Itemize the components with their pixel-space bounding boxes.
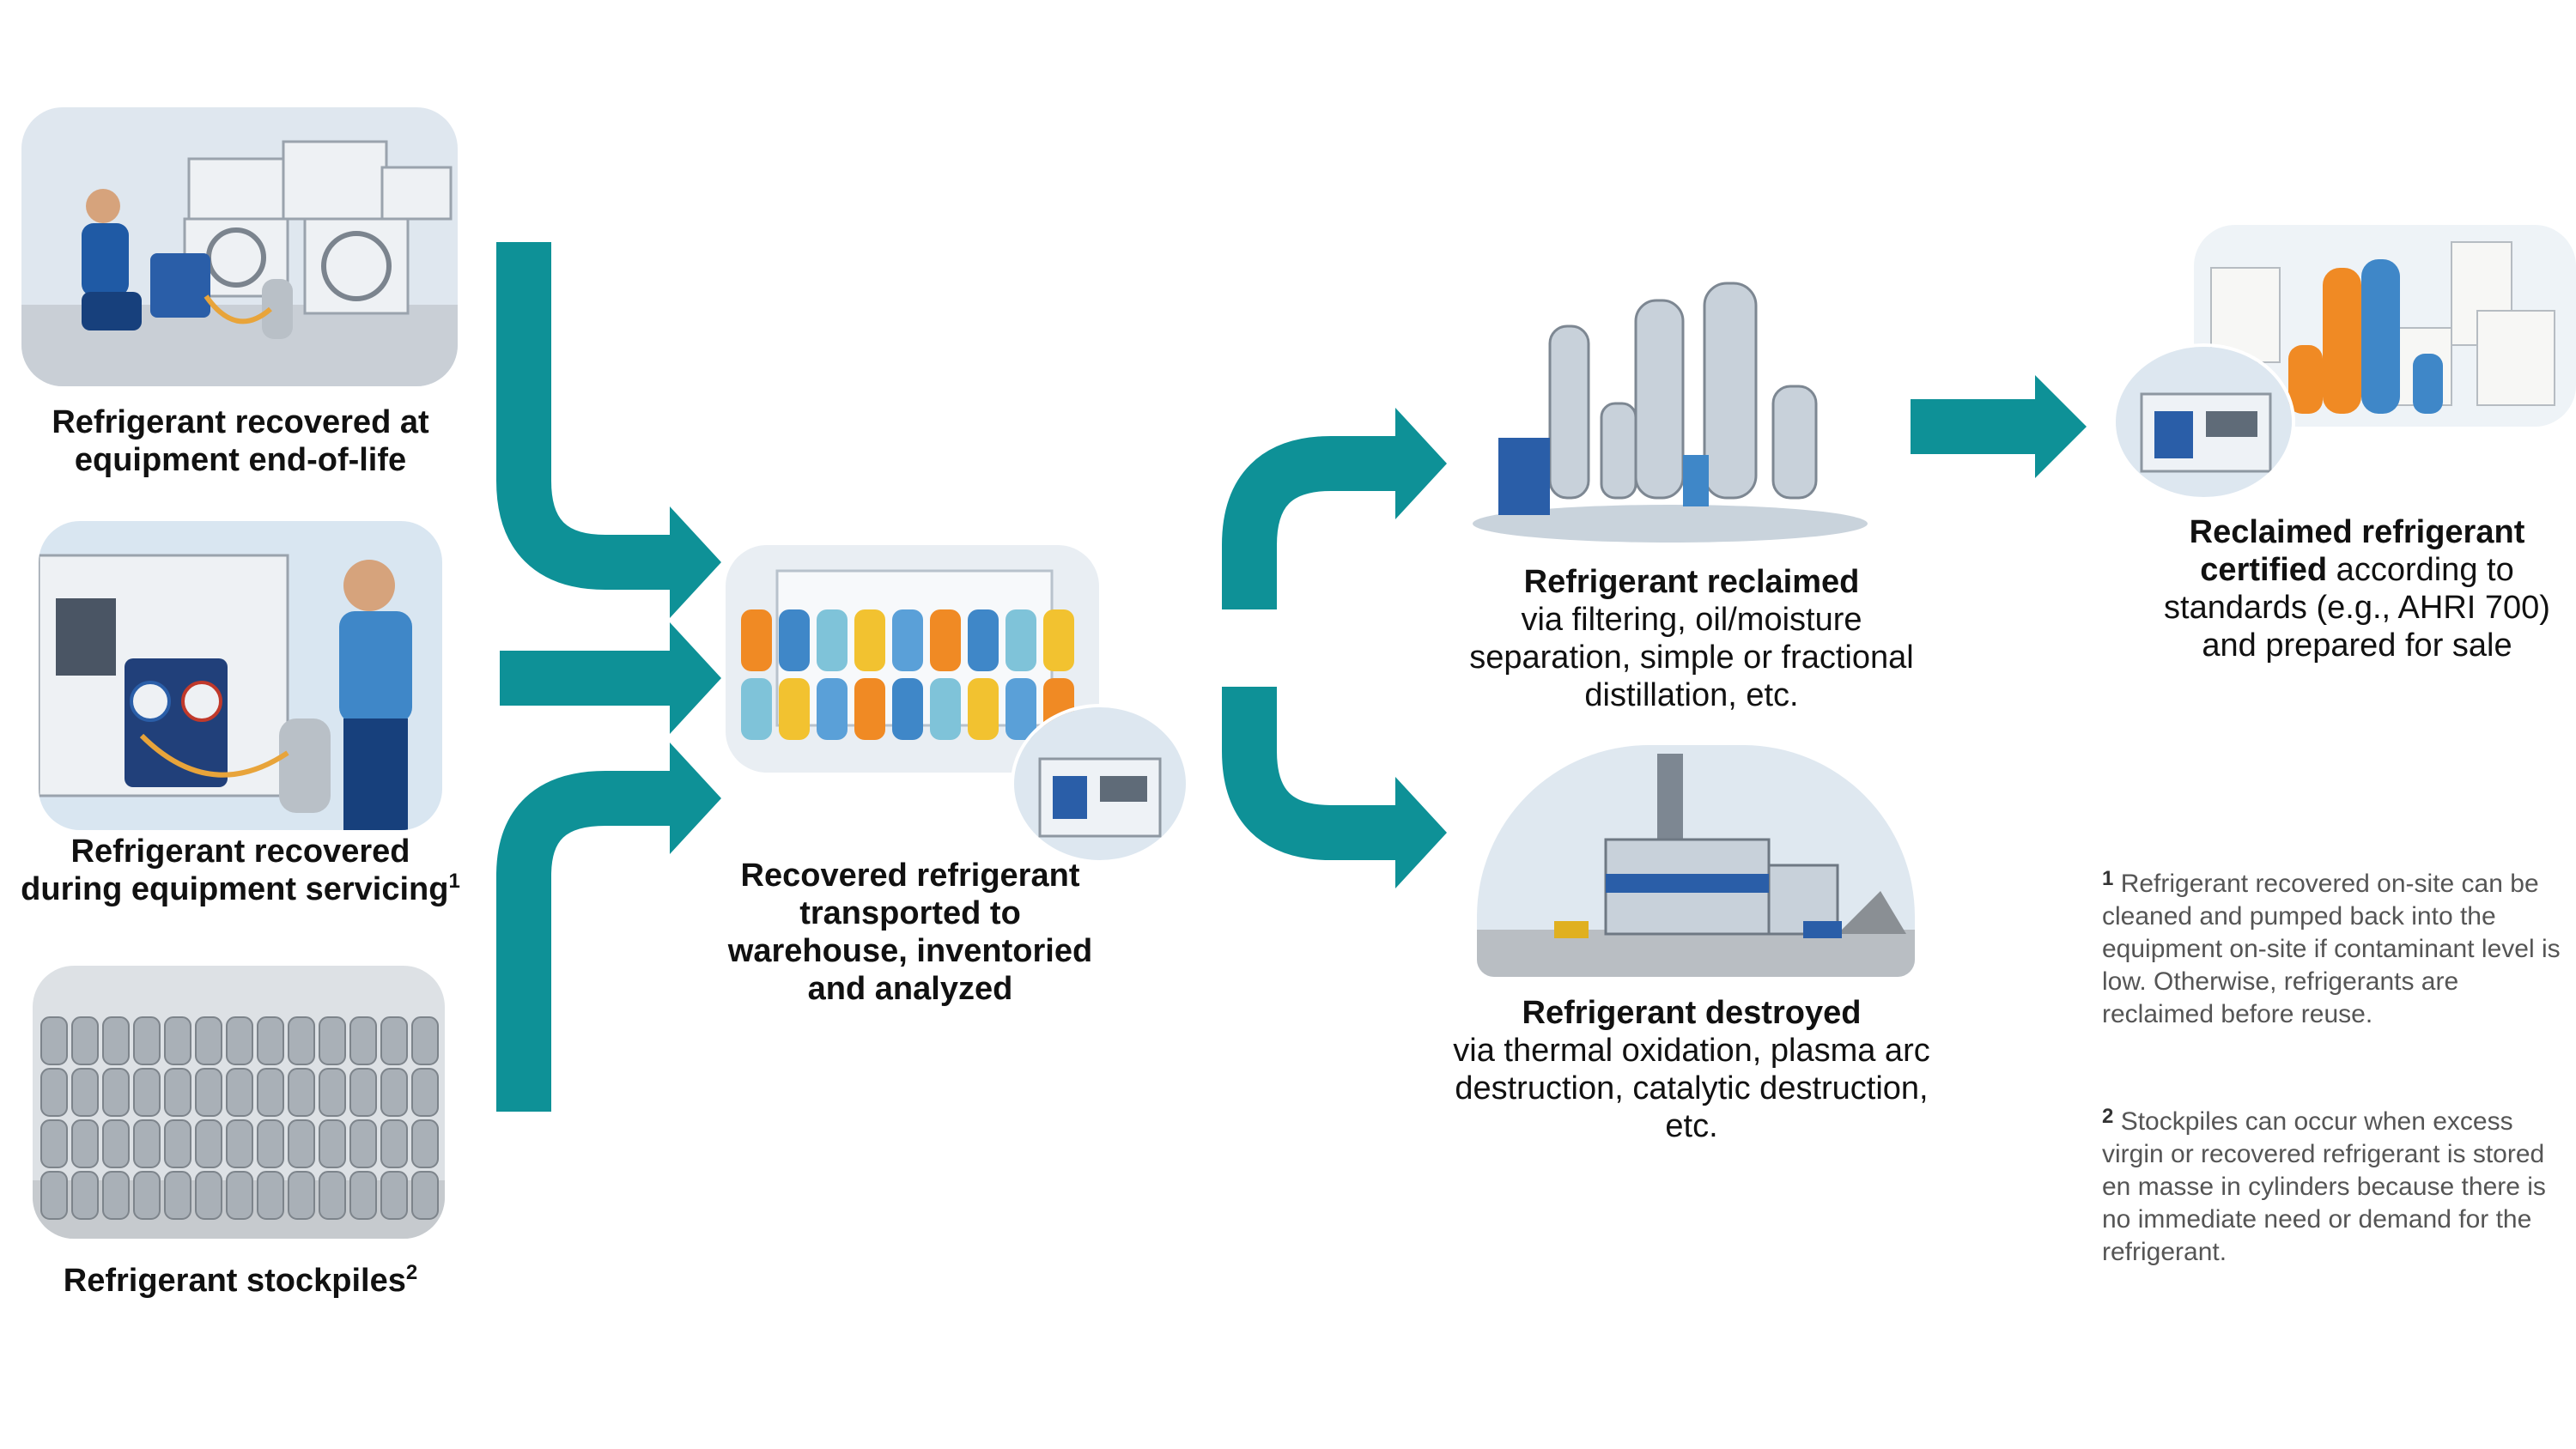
cylinder-stockpile-icon bbox=[33, 966, 445, 1239]
warehouse-lab-inset bbox=[1011, 704, 1189, 864]
certified-label: Reclaimed refrigerant certified accordin… bbox=[2138, 513, 2576, 664]
destroyed-label: Refrigerant destroyed via thermal oxidat… bbox=[1451, 994, 1932, 1145]
destruction-facility-illustration bbox=[1477, 745, 1915, 977]
arrow-from-end-of-life bbox=[496, 242, 678, 590]
servicing-illustration bbox=[39, 521, 442, 830]
technician-servicing-icon bbox=[39, 521, 442, 830]
destroyed-description: via thermal oxidation, plasma arc destru… bbox=[1453, 1033, 1930, 1144]
certified-products-illustration bbox=[2194, 225, 2576, 427]
footnote-1-text: Refrigerant recovered on-site can be cle… bbox=[2102, 870, 2561, 1028]
certified-title-part1: Reclaimed refrigerant bbox=[2189, 514, 2525, 550]
source-label-servicing: Refrigerant recovered during equipment s… bbox=[21, 834, 460, 907]
footnote-1: 1 Refrigerant recovered on-site can be c… bbox=[2102, 863, 2561, 1031]
distillation-plant-icon bbox=[1473, 282, 1868, 543]
certified-cylinders-icon bbox=[2194, 225, 2576, 427]
arrow-to-reclaimed bbox=[1222, 436, 1404, 609]
certified-title-part2: certified bbox=[2200, 552, 2328, 588]
technician-rooftop-icon bbox=[21, 107, 458, 386]
warehouse-label: Recovered refrigerant transported to war… bbox=[727, 858, 1093, 1007]
certified-lab-inset bbox=[2112, 343, 2295, 500]
footnote-marker-2: 2 bbox=[405, 1261, 418, 1284]
arrow-to-destroyed bbox=[1222, 687, 1404, 860]
reclaimed-title: Refrigerant reclaimed bbox=[1523, 564, 1860, 600]
arrowhead-reclaimed bbox=[1395, 408, 1447, 519]
arrowhead-stockpiles bbox=[670, 743, 721, 854]
stockpiles-illustration bbox=[33, 966, 445, 1239]
footnote-marker-1: 1 bbox=[448, 870, 460, 893]
footnote-1-marker: 1 bbox=[2102, 867, 2114, 890]
reclaim-plant-illustration bbox=[1464, 258, 1876, 549]
source-label-stockpiles: Refrigerant stockpiles2 bbox=[63, 1261, 418, 1300]
destroyed-title: Refrigerant destroyed bbox=[1522, 995, 1862, 1031]
arrow-from-stockpiles bbox=[496, 771, 678, 1112]
certification-lab-icon bbox=[2116, 347, 2292, 497]
reclaimed-description: via filtering, oil/moisture separation, … bbox=[1469, 602, 1914, 713]
arrowhead-destroyed bbox=[1395, 777, 1447, 888]
incinerator-facility-icon bbox=[1477, 745, 1915, 977]
arrowhead-servicing bbox=[670, 622, 721, 734]
lab-equipment-icon bbox=[1014, 707, 1186, 860]
footnote-2: 2 Stockpiles can occur when excess virgi… bbox=[2102, 1100, 2561, 1269]
source-label-end-of-life: Refrigerant recovered at equipment end-o… bbox=[52, 404, 429, 478]
footnote-2-marker: 2 bbox=[2102, 1105, 2114, 1128]
reclaimed-label: Refrigerant reclaimed via filtering, oil… bbox=[1451, 563, 1932, 714]
end-of-life-illustration bbox=[21, 107, 458, 386]
certified-description: according to standards (e.g., AHRI 700) … bbox=[2164, 552, 2550, 664]
arrowhead-end-of-life bbox=[670, 506, 721, 618]
footnote-2-text: Stockpiles can occur when excess virgin … bbox=[2102, 1107, 2546, 1266]
arrowhead-certified bbox=[2035, 375, 2087, 478]
